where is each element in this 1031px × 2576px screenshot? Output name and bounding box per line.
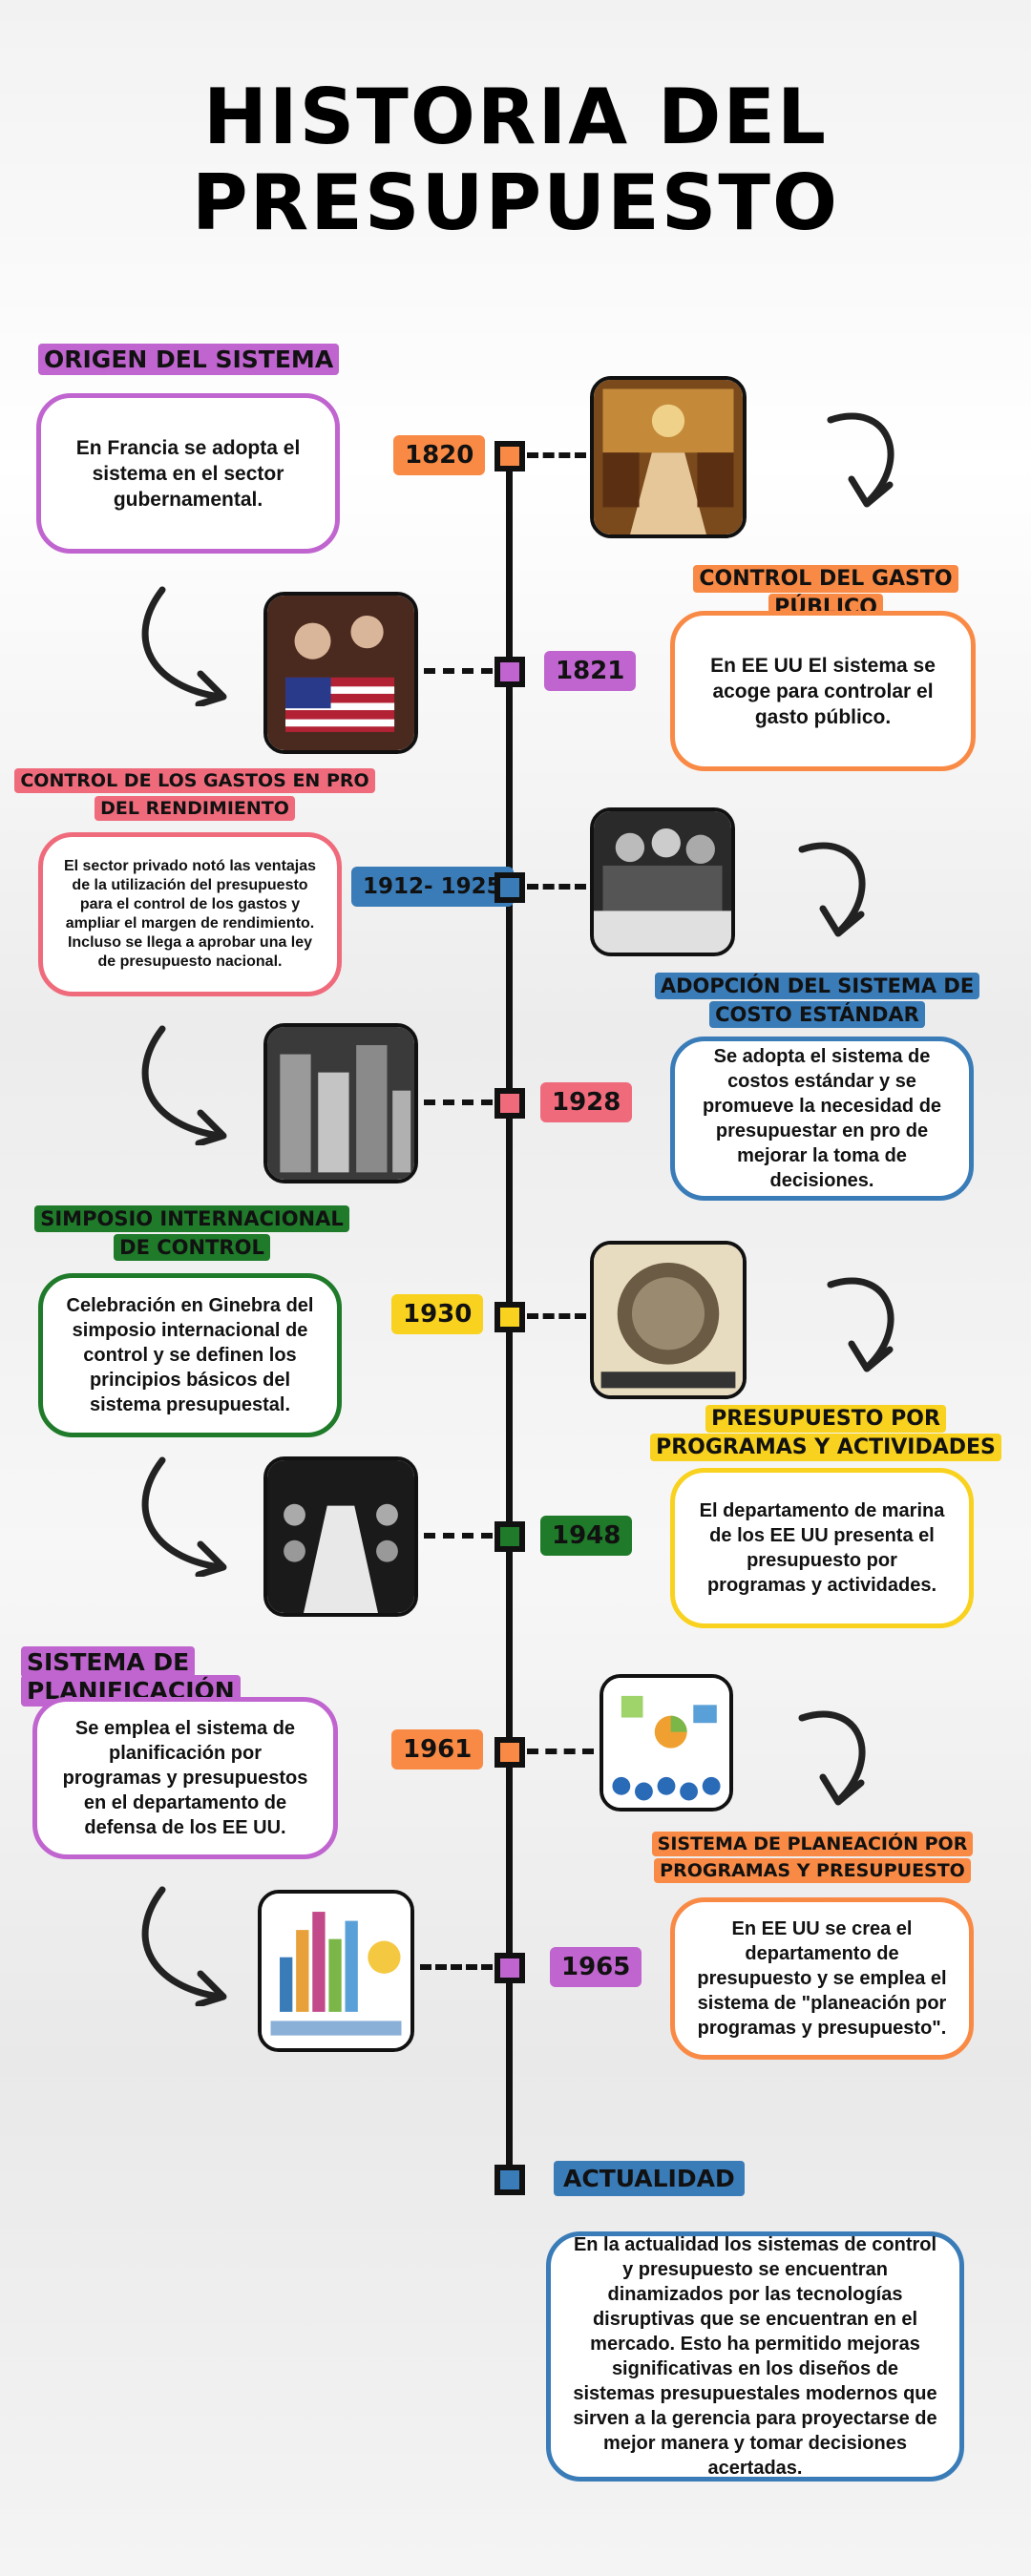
- signing-ceremony-photo: [590, 807, 735, 956]
- event-box-1820: En Francia se adopta el sistema en el se…: [36, 393, 340, 554]
- curved-arrow-icon: [798, 842, 866, 937]
- connector-1948: [424, 1533, 493, 1539]
- year-badge-1965: 1965: [550, 1947, 642, 1987]
- title-line-2: PRESUPUESTO: [192, 158, 839, 247]
- event-label-1965: SISTEMA DE PLANEACIÓN POR PROGRAMAS Y PR…: [617, 1831, 1008, 1884]
- title-line-1: HISTORIA DEL: [202, 73, 829, 161]
- connector-1820: [527, 452, 586, 458]
- bar-charts-illustration: [258, 1890, 414, 2052]
- year-badge-1928: 1928: [540, 1082, 633, 1122]
- final-box: En la actualidad los sistemas de control…: [546, 2231, 964, 2482]
- timeline-node-1821: [494, 657, 525, 687]
- curved-arrow-icon: [827, 1277, 894, 1372]
- year-badge-1820: 1820: [393, 435, 486, 475]
- curved-arrow-icon: [141, 1456, 227, 1577]
- connector-1821: [424, 668, 493, 674]
- event-box-1912-1925: El sector privado notó las ventajas de l…: [38, 832, 342, 996]
- year-badge-1821: 1821: [544, 651, 637, 691]
- event-box-1930: Celebración en Ginebra del simposio inte…: [38, 1273, 342, 1437]
- timeline-node-1930: [494, 1302, 525, 1332]
- timeline-node-1948: [494, 1521, 525, 1552]
- page-title: HISTORIA DEL PRESUPUESTO: [0, 74, 1031, 246]
- curved-arrow-icon: [827, 412, 894, 508]
- palace-hall-photo: [590, 376, 747, 538]
- curved-arrow-icon: [141, 1025, 227, 1145]
- curved-arrow-icon: [141, 586, 227, 706]
- event-label-1930: SIMPOSIO INTERNACIONAL DE CONTROL: [25, 1204, 359, 1262]
- year-badge-1930: 1930: [391, 1294, 484, 1334]
- connector-1965: [420, 1964, 493, 1970]
- timeline-node-1912-1925: [494, 872, 525, 903]
- coin-stacks-photo: [263, 1023, 418, 1183]
- year-badge-1948: 1948: [540, 1516, 633, 1556]
- event-label-1928: ADOPCIÓN DEL SISTEMA DE COSTO ESTÁNDAR: [626, 972, 1008, 1029]
- year-badge-1961: 1961: [391, 1729, 484, 1770]
- flag-sewing-photo: [263, 592, 418, 754]
- year-badge-1912-1925: 1912- 1925: [351, 867, 514, 907]
- timeline-node-1965: [494, 1953, 525, 1983]
- connector-1961: [527, 1749, 594, 1754]
- curved-arrow-icon: [141, 1886, 227, 2006]
- curved-arrow-icon: [798, 1710, 866, 1806]
- event-box-1928: Se adopta el sistema de costos estándar …: [670, 1037, 974, 1201]
- connector-1912-1925: [527, 884, 586, 890]
- event-box-1961: Se emplea el sistema de planificación po…: [32, 1697, 338, 1859]
- timeline-node-1928: [494, 1088, 525, 1119]
- connector-1928: [424, 1100, 493, 1105]
- banquet-photo: [263, 1456, 418, 1617]
- event-box-1821: En EE UU El sistema se acoge para contro…: [670, 611, 976, 771]
- connector-1930: [527, 1313, 586, 1319]
- final-label: ACTUALIDAD: [554, 2161, 745, 2196]
- timeline-node-actualidad: [494, 2165, 525, 2195]
- newspaper-crowd-photo: [590, 1241, 747, 1399]
- event-label-1820: ORIGEN DEL SISTEMA: [38, 344, 344, 375]
- timeline-node-1820: [494, 441, 525, 471]
- planning-illustration: [600, 1674, 733, 1812]
- event-box-1948: El departamento de marina de los EE UU p…: [670, 1468, 974, 1628]
- event-box-1965: En EE UU se crea el departamento de pres…: [670, 1897, 974, 2060]
- timeline-node-1961: [494, 1737, 525, 1768]
- event-label-1912-1925: CONTROL DE LOS GASTOS EN PRO DEL RENDIMI…: [13, 767, 376, 823]
- event-label-1948: PRESUPUESTO POR PROGRAMAS Y ACTIVIDADES: [649, 1405, 1002, 1462]
